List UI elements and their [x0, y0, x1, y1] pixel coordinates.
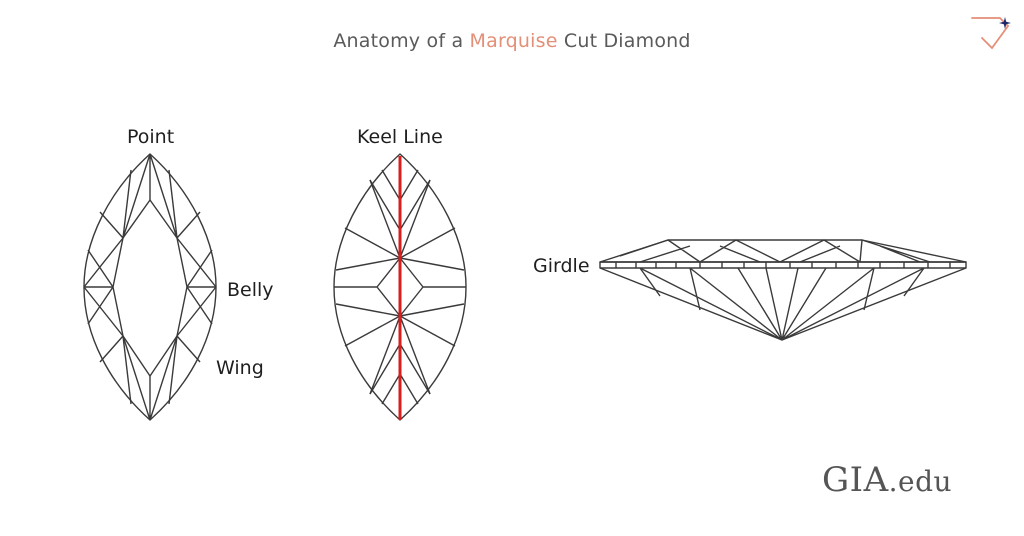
label-belly: Belly — [227, 279, 274, 301]
marquise-pavilion-view — [333, 153, 467, 421]
gia-brand-wordmark: GIA.edu — [822, 460, 952, 500]
title-part-2: Cut Diamond — [557, 30, 691, 52]
marquise-profile-view — [599, 239, 967, 341]
gia-diamond-logo-icon — [971, 17, 1011, 50]
page-title: Anatomy of a Marquise Cut Diamond — [0, 30, 1024, 52]
marquise-crown-view — [83, 153, 217, 421]
crown-star-facets — [83, 153, 217, 421]
pavilion-mains — [335, 179, 465, 395]
profile-pavilion-facets — [639, 267, 925, 341]
title-part-1: Anatomy of a — [333, 30, 470, 52]
label-keel-line: Keel Line — [357, 126, 443, 148]
crown-break-facets — [87, 169, 213, 405]
pavilion-lower-girdle — [369, 169, 431, 405]
label-wing: Wing — [216, 357, 264, 379]
brand-name: GIA — [822, 460, 889, 500]
label-girdle: Girdle — [533, 255, 590, 277]
profile-pavilion — [599, 267, 967, 341]
girdle-band — [599, 261, 967, 269]
brand-suffix: .edu — [888, 465, 953, 498]
title-highlight: Marquise — [469, 30, 558, 52]
label-point: Point — [127, 126, 174, 148]
girdle-segments — [615, 262, 951, 268]
profile-crown-facets — [619, 239, 931, 263]
